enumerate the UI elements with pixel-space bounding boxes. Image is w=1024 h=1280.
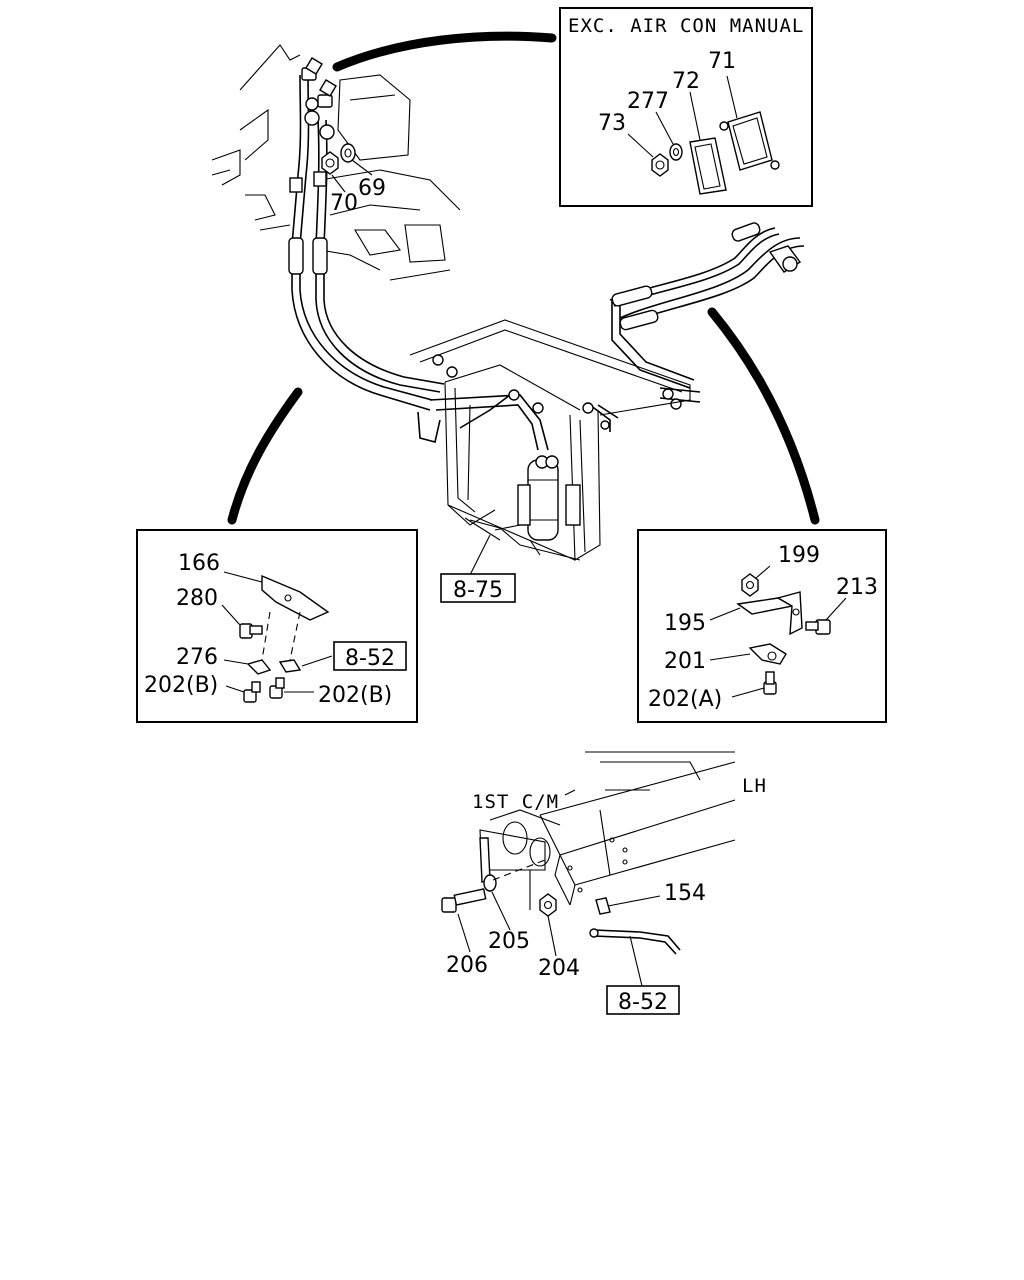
part-label-73: 73 [598,111,626,136]
part-label-202b-left: 202(B) [144,673,218,698]
part-label-70: 70 [330,191,358,216]
washer-277-icon [669,143,683,161]
bracket-166-icon [261,574,330,621]
part-label-202a: 202(A) [648,687,722,712]
clamp-201-icon [748,643,787,665]
upper-right-hoses [609,222,805,410]
frame-crossmember [479,751,736,910]
part-label-195: 195 [664,611,706,636]
pipe-8-52-icon [589,928,681,955]
cab-panel-outline [211,44,461,281]
upper-fittings [301,57,337,140]
part-label-166: 166 [178,551,220,576]
nut-204-icon [539,893,557,917]
part-label-199: 199 [778,543,820,568]
ref-box-8-52-left [333,641,407,671]
part-label-201: 201 [664,649,706,674]
ref-8-52-left: 8-52 [345,646,395,671]
nut-70-icon [321,151,339,175]
condenser-assembly [409,319,691,561]
part-label-213: 213 [836,575,878,600]
part-label-71: 71 [708,49,736,74]
bolt-202b-right-icon [269,677,285,699]
gasket-71-icon [719,111,780,171]
washer-69-icon [340,143,356,163]
callout-leader-right [707,307,820,525]
part-label-69: 69 [358,176,386,201]
part-label-204: 204 [538,956,580,981]
part-label-205: 205 [488,929,530,954]
ref-8-75: 8-75 [453,578,503,603]
bolt-206-icon [441,888,487,913]
inset-left-bracket: 166 280 276 202(B) 202(B) 8-52 [136,529,418,723]
bolt-202a-icon [763,671,777,695]
part-label-154: 154 [664,881,706,906]
nut-73-icon [651,153,669,177]
nut-199-icon [741,573,759,597]
part-label-277: 277 [627,89,669,114]
receiver-drier [517,455,581,541]
bolt-202b-left-icon [243,681,261,703]
ref-box-8-75 [440,573,516,603]
bolt-213-icon [805,619,831,635]
bolt-280-icon [239,623,263,639]
label-1st-cm: 1ST C/M [472,791,559,813]
part-label-72: 72 [672,69,700,94]
inset-right-bracket: 199 213 195 201 202(A) [637,529,887,723]
part-label-276: 276 [176,645,218,670]
bracket-195-icon [736,591,803,636]
part-label-206: 206 [446,953,488,978]
part-label-202b-right: 202(B) [318,683,392,708]
clip-154-icon [595,897,611,915]
callout-leader-left [227,387,303,525]
vertical-hose-pair [288,74,445,411]
clip-276-icon [246,659,302,675]
callout-leader-top [332,31,557,72]
ref-box-8-52-bottom [606,985,680,1015]
label-lh: LH [742,775,767,797]
gasket-72-icon [689,137,727,195]
part-label-280: 280 [176,586,218,611]
inset-exc-air-con-manual: EXC. AIR CON MANUAL 71 72 277 73 [559,7,813,207]
spacer-205-icon [479,837,497,892]
inset-title: EXC. AIR CON MANUAL [568,15,804,37]
ref-8-52-bottom: 8-52 [618,990,668,1015]
